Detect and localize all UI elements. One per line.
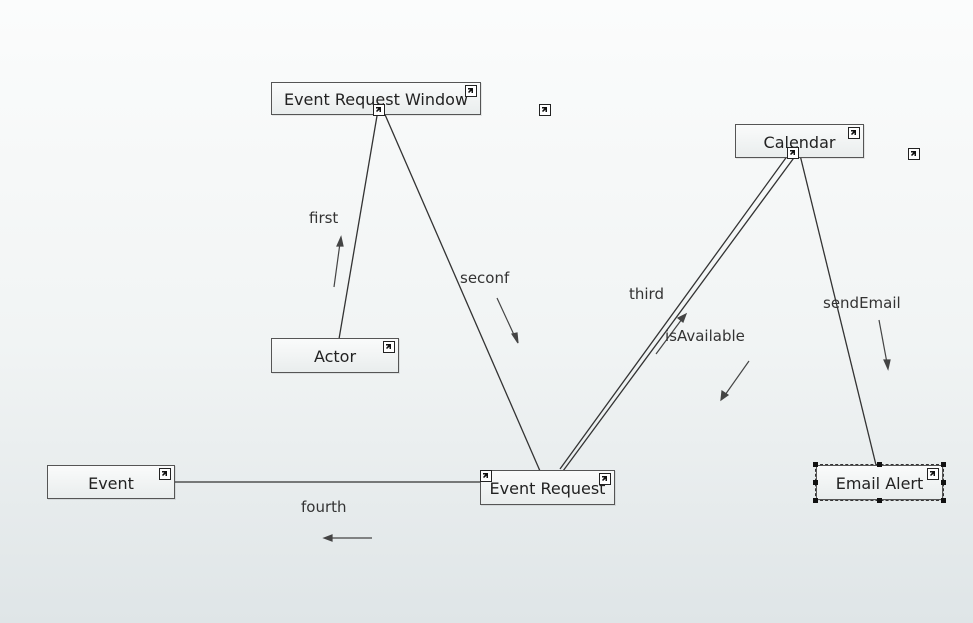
seconf-direction-arrow	[496, 297, 516, 338]
node-label: Actor	[313, 347, 357, 366]
shortcut-icon	[927, 468, 939, 480]
first-arrow-head	[336, 235, 344, 247]
connector-event-request-to-calendar-third[interactable]	[559, 154, 789, 470]
node-label: Event Request	[489, 479, 606, 498]
shortcut-icon	[383, 341, 395, 353]
link-label-isavailable[interactable]: isAvailable	[665, 327, 745, 345]
resize-handle-top-left[interactable]	[813, 462, 818, 467]
node-event-request[interactable]: Event Request	[480, 470, 615, 505]
link-label-fourth[interactable]: fourth	[301, 498, 347, 516]
connector-event-request-to-calendar-isavailable[interactable]	[562, 154, 797, 472]
connector-actor-to-event-request-window[interactable]	[338, 109, 379, 340]
connector-event-request-window-to-event-request[interactable]	[382, 109, 541, 472]
sendemail-arrow-head	[883, 359, 891, 371]
node-calendar[interactable]: Calendar	[735, 124, 864, 158]
node-label: Calendar	[763, 132, 836, 152]
node-event[interactable]: Event	[47, 465, 175, 499]
seconf-arrow-head	[511, 332, 519, 344]
node-actor[interactable]: Actor	[271, 338, 399, 373]
isavailable-arrow-head	[720, 389, 730, 402]
fourth-arrow-head	[322, 534, 333, 542]
selection-frame	[815, 464, 944, 501]
third-direction-arrow	[655, 318, 683, 355]
link-label-first[interactable]: first	[309, 209, 339, 227]
connector-anchor-icon[interactable]	[787, 147, 799, 159]
resize-handle-top-right[interactable]	[941, 462, 946, 467]
shortcut-icon[interactable]	[539, 104, 551, 116]
shortcut-icon[interactable]	[908, 148, 920, 160]
resize-handle-middle-right[interactable]	[941, 480, 946, 485]
resize-handle-bottom-center[interactable]	[877, 498, 882, 503]
shortcut-icon	[159, 468, 171, 480]
link-label-third[interactable]: third	[629, 285, 664, 303]
isavailable-direction-arrow	[724, 360, 750, 396]
resize-handle-top-center[interactable]	[877, 462, 882, 467]
connector-calendar-to-email-alert[interactable]	[799, 154, 877, 466]
third-arrow-head	[676, 312, 688, 323]
sendemail-direction-arrow	[878, 319, 888, 364]
first-direction-arrow	[333, 242, 341, 288]
resize-handle-bottom-right[interactable]	[941, 498, 946, 503]
shortcut-icon	[848, 127, 860, 139]
node-label: Email Alert	[835, 474, 924, 493]
shortcut-icon	[465, 85, 477, 97]
link-label-seconf[interactable]: seconf	[460, 269, 510, 287]
resize-handle-middle-left[interactable]	[813, 480, 818, 485]
link-label-sendemail[interactable]: sendEmail	[823, 294, 901, 312]
node-label: Event Request Window	[283, 90, 469, 109]
connector-anchor-icon[interactable]	[480, 470, 492, 482]
shortcut-icon	[599, 473, 611, 485]
resize-handle-bottom-left[interactable]	[813, 498, 818, 503]
node-label: Event	[88, 473, 134, 493]
connector-anchor-icon[interactable]	[373, 104, 385, 116]
